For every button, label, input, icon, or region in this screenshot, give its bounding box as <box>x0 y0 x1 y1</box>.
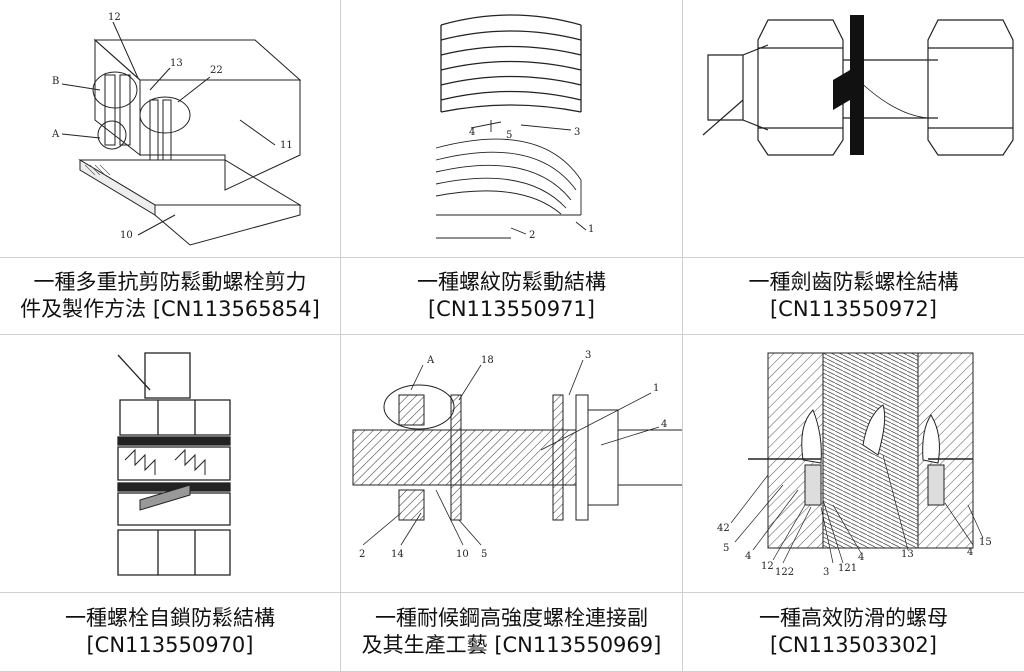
patent-figure-6: 42 5 4 12 122 3 121 4 13 4 15 <box>683 335 1024 593</box>
figure-label: 22 <box>210 65 223 76</box>
weathering-steel-bolt-drawing: A 18 3 1 4 2 14 10 5 <box>341 335 683 593</box>
thread-structure-drawing: 4 5 3 2 1 <box>341 0 683 258</box>
caption-text: 一種耐候鋼高強度螺栓連接副 及其生產工藝 [CN113550969] <box>354 605 670 659</box>
caption-text: 一種多重抗剪防鬆動螺栓剪力 件及製作方法 [CN113565854] <box>12 269 328 323</box>
figure-label: B <box>52 76 59 87</box>
patent-caption-1: 一種多重抗剪防鬆動螺栓剪力 件及製作方法 [CN113565854] <box>0 258 341 335</box>
figure-label: 4 <box>745 551 751 562</box>
figure-label: 10 <box>456 549 469 560</box>
patent-caption-2: 一種螺紋防鬆動結構 [CN113550971] <box>341 258 683 335</box>
self-locking-bolt-drawing <box>0 335 341 593</box>
patent-caption-6: 一種高效防滑的螺母 [CN113503302] <box>683 593 1024 672</box>
patent-figure-3 <box>683 0 1024 258</box>
caption-line: 一種螺栓自鎖防鬆結構 <box>65 605 275 632</box>
patent-figure-2: 4 5 3 2 1 <box>341 0 683 258</box>
caption-line: [CN113550970] <box>65 632 275 659</box>
figure-label: 42 <box>717 523 730 534</box>
figure-label: 12 <box>108 12 121 23</box>
patent-caption-3: 一種劍齒防鬆螺栓結構 [CN113550972] <box>683 258 1024 335</box>
figure-label: 10 <box>120 230 133 241</box>
figure-label: 2 <box>529 230 535 241</box>
patent-figure-5: A 18 3 1 4 2 14 10 5 <box>341 335 683 593</box>
patent-caption-5: 一種耐候鋼高強度螺栓連接副 及其生產工藝 [CN113550969] <box>341 593 683 672</box>
shear-member-drawing: 12 13 22 B A 11 10 <box>0 0 341 258</box>
figure-label: A <box>51 129 60 140</box>
figure-label: A <box>426 355 435 366</box>
figure-label: 122 <box>775 567 794 578</box>
caption-line: 一種耐候鋼高強度螺栓連接副 <box>362 605 662 632</box>
caption-text: 一種劍齒防鬆螺栓結構 [CN113550972] <box>741 269 967 323</box>
patent-caption-4: 一種螺栓自鎖防鬆結構 [CN113550970] <box>0 593 341 672</box>
figure-label: 5 <box>723 543 729 554</box>
figure-label: 4 <box>661 419 667 430</box>
sword-tooth-bolt-drawing <box>683 0 1024 258</box>
caption-text: 一種高效防滑的螺母 [CN113503302] <box>751 605 956 659</box>
figure-label: 121 <box>838 563 857 574</box>
caption-line: 一種劍齒防鬆螺栓結構 <box>749 269 959 296</box>
caption-line: 一種多重抗剪防鬆動螺栓剪力 <box>20 269 320 296</box>
figure-label: 3 <box>574 127 580 138</box>
caption-line: [CN113550972] <box>749 296 959 323</box>
caption-text: 一種螺栓自鎖防鬆結構 [CN113550970] <box>57 605 283 659</box>
figure-label: 18 <box>481 355 494 366</box>
figure-label: 4 <box>858 552 864 563</box>
caption-line: 一種螺紋防鬆動結構 <box>417 269 606 296</box>
caption-text: 一種螺紋防鬆動結構 [CN113550971] <box>409 269 614 323</box>
figure-label: 4 <box>469 127 475 138</box>
figure-label: 1 <box>588 224 594 235</box>
figure-label: 2 <box>359 549 365 560</box>
figure-label: 4 <box>967 547 973 558</box>
caption-line: 一種高效防滑的螺母 <box>759 605 948 632</box>
figure-label: 14 <box>391 549 404 560</box>
caption-line: 件及製作方法 [CN113565854] <box>20 296 320 323</box>
figure-label: 15 <box>979 537 992 548</box>
caption-line: 及其生產工藝 [CN113550969] <box>362 632 662 659</box>
figure-label: 3 <box>585 350 591 361</box>
figure-label: 11 <box>280 140 293 151</box>
figure-label: 1 <box>653 383 659 394</box>
patent-figure-1: 12 13 22 B A 11 10 <box>0 0 341 258</box>
figure-label: 13 <box>170 58 183 69</box>
anti-slip-nut-drawing: 42 5 4 12 122 3 121 4 13 4 15 <box>683 335 1024 593</box>
caption-line: [CN113550971] <box>417 296 606 323</box>
figure-label: 13 <box>901 549 914 560</box>
figure-label: 3 <box>823 567 829 578</box>
figure-label: 12 <box>761 561 774 572</box>
figure-label: 5 <box>506 130 512 141</box>
figure-label: 5 <box>481 549 487 560</box>
caption-line: [CN113503302] <box>759 632 948 659</box>
patent-figure-4 <box>0 335 341 593</box>
